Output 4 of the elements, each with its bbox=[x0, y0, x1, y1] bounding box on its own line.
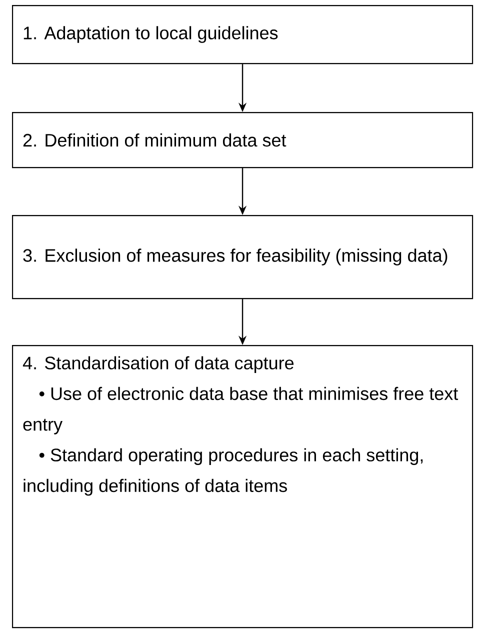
process-box: 2. Definition of minimum data set bbox=[12, 112, 474, 168]
process-box: 4. Standardisation of data capture • Use of electronic data base that minimises free text entry • Standard operating procedures in each setting, including definitions of data items bbox=[12, 345, 474, 628]
process-box: 3. Exclusion of measures for feasibility (missing data) bbox=[12, 215, 474, 300]
process-box: 1. Adaptation to local guidelines bbox=[12, 5, 474, 64]
